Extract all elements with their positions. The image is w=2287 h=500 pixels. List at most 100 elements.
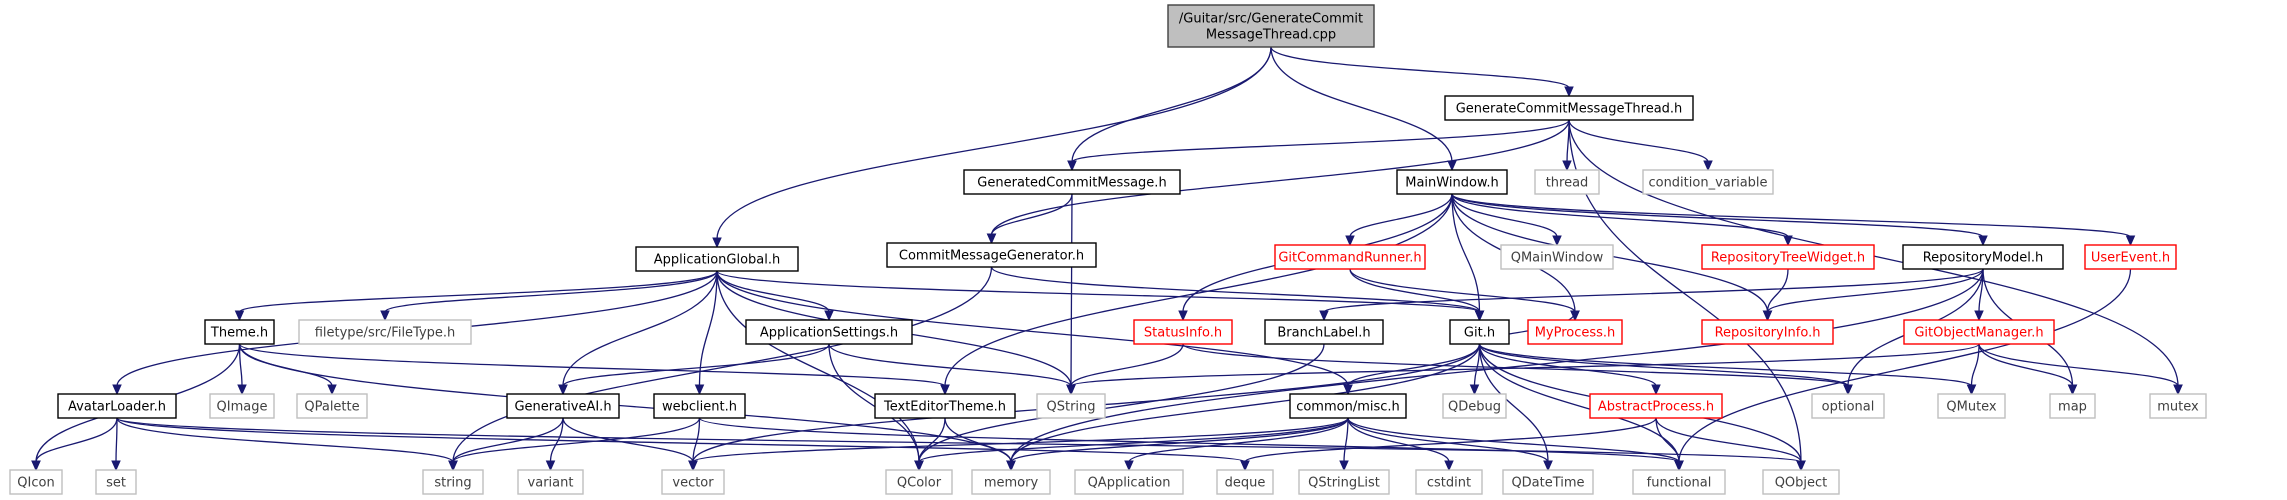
node-box bbox=[204, 319, 275, 345]
node-label: AvatarLoader.h bbox=[68, 400, 166, 415]
node-mainwindow-h[interactable]: MainWindow.h bbox=[1396, 169, 1508, 195]
edge-avatarloader_h-to-set bbox=[111, 417, 121, 472]
node-variant: variant bbox=[517, 469, 584, 495]
node-box bbox=[9, 469, 63, 495]
node-appsettings-h[interactable]: ApplicationSettings.h bbox=[745, 319, 913, 345]
edge-repomodel_h-to-repoinfo_h bbox=[1762, 268, 1984, 322]
node-vector: vector bbox=[661, 469, 725, 495]
node-memory: memory bbox=[971, 469, 1051, 495]
node-box bbox=[1642, 169, 1774, 195]
node-gitcmdrunner-h[interactable]: GitCommandRunner.h bbox=[1274, 244, 1426, 270]
node-label: QMutex bbox=[1946, 400, 1997, 415]
edge-misc_h-to-vector bbox=[688, 417, 1349, 472]
node-box bbox=[1527, 319, 1623, 345]
node-label: ApplicationGlobal.h bbox=[654, 253, 780, 268]
node-qdatetime: QDateTime bbox=[1502, 469, 1594, 495]
node-userevent-h[interactable]: UserEvent.h bbox=[2084, 244, 2177, 270]
node-label: MainWindow.h bbox=[1405, 176, 1498, 191]
node-label: set bbox=[106, 476, 126, 491]
node-box bbox=[1632, 469, 1726, 495]
node-box bbox=[1701, 319, 1834, 345]
node-cmg-h[interactable]: CommitMessageGenerator.h bbox=[886, 242, 1097, 268]
node-box bbox=[506, 393, 620, 419]
edge-misc_h-to-qcolor bbox=[914, 417, 1349, 472]
node-box bbox=[971, 469, 1051, 495]
node-root: /Guitar/src/GenerateCommitMessageThread.… bbox=[1167, 4, 1375, 48]
node-gcm-h[interactable]: GeneratedCommitMessage.h bbox=[963, 169, 1181, 195]
edge-gcmt_h-to-gcm_h bbox=[1067, 119, 1570, 172]
node-webclient-h[interactable]: webclient.h bbox=[653, 393, 746, 419]
node-box bbox=[95, 469, 137, 495]
node-box bbox=[1167, 4, 1375, 48]
edge-appsettings_h-to-generativeai_h bbox=[558, 343, 830, 396]
edge-appglobal_h-to-filetype_h bbox=[380, 270, 718, 322]
node-box bbox=[653, 393, 746, 419]
edge-gcm_h-to-cmg_h bbox=[986, 193, 1073, 245]
edge-generativeai_h-to-variant bbox=[545, 417, 564, 472]
edge-abstractprocess_h-to-functional bbox=[1655, 417, 1684, 472]
edge-generativeai_h-to-string bbox=[448, 417, 564, 472]
node-label: QMainWindow bbox=[1511, 251, 1604, 266]
edge-avatarloader_h-to-string bbox=[116, 417, 458, 472]
node-label: GeneratedCommitMessage.h bbox=[977, 176, 1166, 191]
node-repotree-h[interactable]: RepositoryTreeWidget.h bbox=[1701, 244, 1875, 270]
edge-gcmt_h-to-condvar bbox=[1568, 119, 1713, 172]
node-appglobal-h[interactable]: ApplicationGlobal.h bbox=[635, 246, 799, 272]
edge-git_h-to-abstractprocess_h bbox=[1478, 343, 1661, 396]
node-qmainwindow: QMainWindow bbox=[1500, 244, 1614, 270]
node-label: QString bbox=[1046, 400, 1095, 415]
node-qcolor: QColor bbox=[885, 469, 953, 495]
node-theme-h[interactable]: Theme.h bbox=[204, 319, 275, 345]
node-repomodel-h[interactable]: RepositoryModel.h bbox=[1902, 244, 2064, 270]
node-string: string bbox=[422, 469, 484, 495]
node-label: RepositoryInfo.h bbox=[1715, 326, 1821, 341]
node-label: StatusInfo.h bbox=[1144, 326, 1222, 341]
node-box bbox=[57, 393, 177, 419]
node-box bbox=[1902, 244, 2064, 270]
node-qdebug: QDebug bbox=[1442, 393, 1507, 419]
node-label: string bbox=[434, 476, 471, 491]
edge-abstractprocess_h-to-qobject bbox=[1655, 417, 1806, 472]
node-label: BranchLabel.h bbox=[1277, 326, 1370, 341]
node-box bbox=[1903, 319, 2055, 345]
node-box bbox=[1589, 393, 1723, 419]
node-label: optional bbox=[1822, 400, 1875, 415]
node-branchlabel-h[interactable]: BranchLabel.h bbox=[1264, 319, 1384, 345]
node-myprocess-h[interactable]: MyProcess.h bbox=[1527, 319, 1623, 345]
node-label: RepositoryTreeWidget.h bbox=[1711, 251, 1865, 266]
node-label: QDebug bbox=[1448, 400, 1501, 415]
edge-webclient_h-to-string bbox=[448, 417, 701, 472]
node-generativeai-h[interactable]: GenerativeAI.h bbox=[506, 393, 620, 419]
node-label: QObject bbox=[1775, 476, 1828, 491]
edge-theme_h-to-texteditortheme_h bbox=[238, 343, 950, 396]
node-gitobjmgr-h[interactable]: GitObjectManager.h bbox=[1903, 319, 2055, 345]
node-label: filetype/src/FileType.h bbox=[315, 326, 456, 341]
node-repoinfo-h[interactable]: RepositoryInfo.h bbox=[1701, 319, 1834, 345]
node-avatarloader-h[interactable]: AvatarLoader.h bbox=[57, 393, 177, 419]
node-abstractprocess-h[interactable]: AbstractProcess.h bbox=[1589, 393, 1723, 419]
node-misc-h[interactable]: common/misc.h bbox=[1289, 393, 1407, 419]
node-box bbox=[1396, 169, 1508, 195]
node-qimage: QImage bbox=[209, 393, 275, 419]
node-label: mutex bbox=[2157, 400, 2199, 415]
node-cstdint: cstdint bbox=[1415, 469, 1483, 495]
node-box bbox=[745, 319, 913, 345]
node-label: RepositoryModel.h bbox=[1923, 251, 2044, 266]
node-label: cstdint bbox=[1427, 476, 1471, 491]
edge-misc_h-to-qstringlist bbox=[1339, 417, 1349, 472]
node-texteditortheme-h[interactable]: TextEditorTheme.h bbox=[874, 393, 1016, 419]
node-box bbox=[1442, 393, 1507, 419]
node-label: QColor bbox=[897, 476, 942, 491]
node-box bbox=[298, 319, 472, 345]
node-git-h[interactable]: Git.h bbox=[1449, 319, 1510, 345]
node-label: map bbox=[2058, 400, 2087, 415]
node-label: GenerativeAI.h bbox=[514, 400, 611, 415]
node-label: Git.h bbox=[1464, 326, 1495, 341]
node-label: common/misc.h bbox=[1296, 400, 1400, 415]
node-gcmt-h[interactable]: GenerateCommitMessageThread.h bbox=[1444, 95, 1694, 121]
edge-gitcmdrunner_h-to-myprocess_h bbox=[1349, 268, 1580, 322]
edge-gitobjmgr_h-to-map bbox=[1978, 343, 2078, 396]
edge-mainwindow_h-to-qmainwindow bbox=[1451, 193, 1562, 247]
node-box bbox=[1274, 244, 1426, 270]
node-statusinfo-h[interactable]: StatusInfo.h bbox=[1133, 319, 1233, 345]
